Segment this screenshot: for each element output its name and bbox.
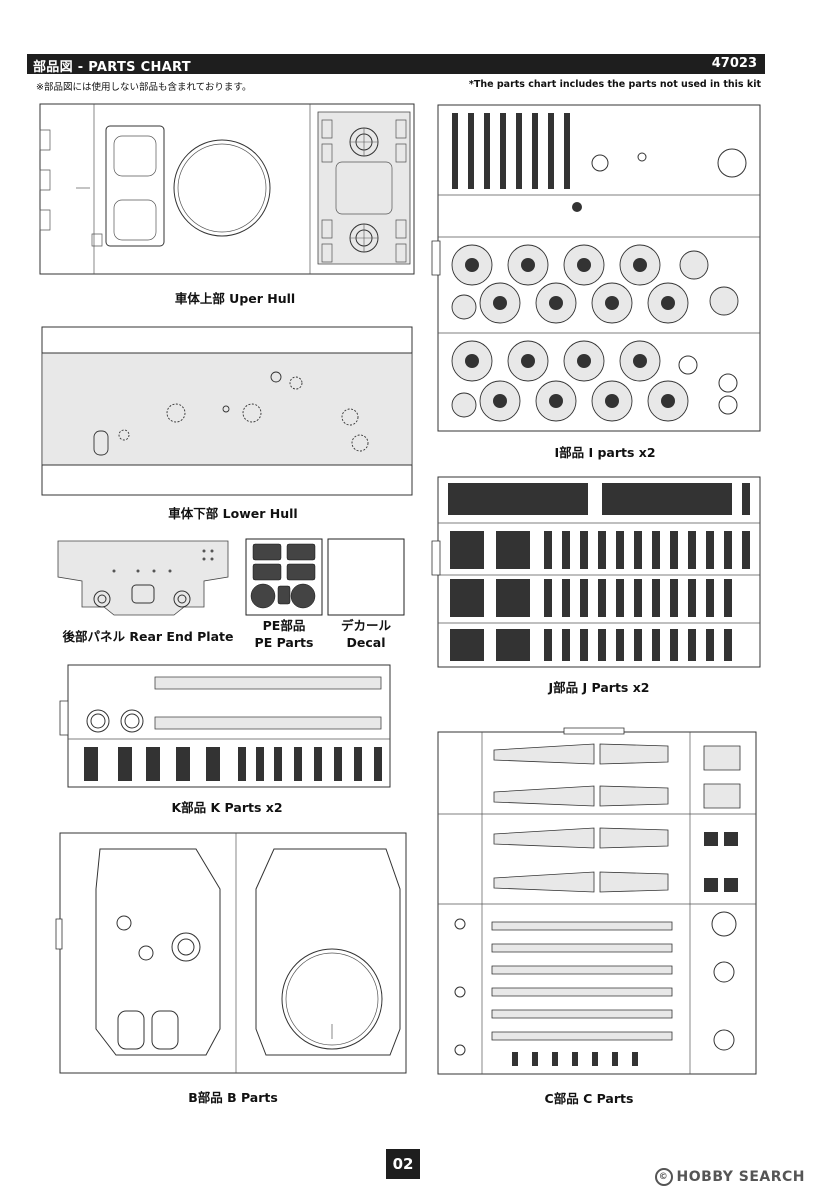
caption-rear-plate: 後部パネル Rear End Plate [62,629,234,644]
caption-b-parts: B部品 B Parts [188,1090,278,1105]
caption-lower-hull: 車体下部 Lower Hull [168,506,298,521]
k-parts-sprue [60,661,394,791]
j-parts-sprue [432,475,764,670]
b-parts-sprue [56,829,410,1077]
note-en: *The parts chart includes the parts not … [468,79,761,90]
kit-code: 47023 [711,56,757,71]
caption-k-parts: K部品 K Parts x2 [171,800,283,815]
page-number: 02 [386,1149,420,1179]
caption-decal: デカール Decal [322,617,410,651]
header-bar: 部品図 - PARTS CHART 47023 [27,54,765,75]
pe-label-jp: PE部品 [262,618,306,633]
watermark: ©HOBBY SEARCH [654,1168,805,1186]
copyright-icon: © [654,1168,673,1186]
caption-upper-hull: 車体上部 Uper Hull [174,291,296,306]
upper-hull-drawing [36,100,418,278]
pe-label-en: PE Parts [254,635,314,650]
decal-sheet-drawing [327,538,405,616]
caption-i-parts: I部品 I parts x2 [554,445,656,460]
c-parts-sprue [434,728,760,1078]
caption-j-parts: J部品 J Parts x2 [548,680,650,695]
rear-end-plate-drawing [54,537,232,619]
decal-label-en: Decal [346,635,386,650]
pe-parts-drawing [245,538,323,616]
page-title: 部品図 - PARTS CHART [33,60,191,75]
note-jp: ※部品図には使用しない部品も含まれております。 [36,82,252,93]
decal-label-jp: デカール [340,618,391,633]
watermark-text: HOBBY SEARCH [676,1169,805,1185]
caption-pe-parts: PE部品 PE Parts [240,617,328,651]
i-parts-sprue [432,103,764,433]
caption-c-parts: C部品 C Parts [544,1091,634,1106]
lower-hull-drawing [40,325,414,497]
